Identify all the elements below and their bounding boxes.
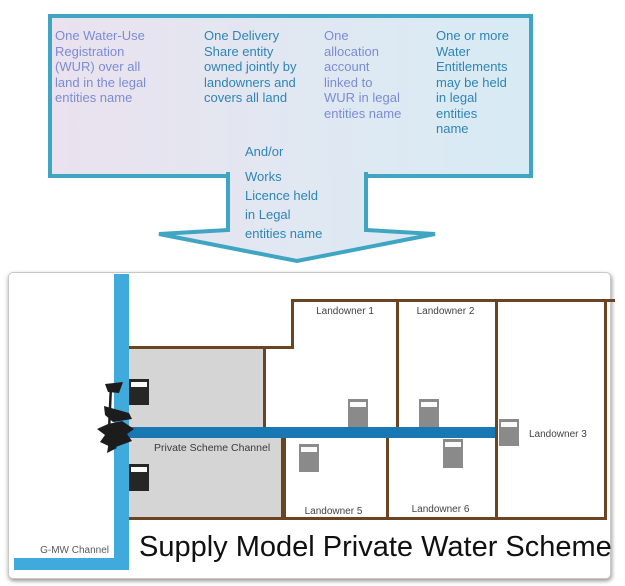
meter-stripe <box>131 467 147 472</box>
meter-stripe <box>501 422 517 427</box>
info-column-wur: One Water-Use Registration (WUR) over al… <box>55 28 147 105</box>
parcel-border-right <box>604 299 607 517</box>
meter-stripe <box>301 447 317 452</box>
meter-icon-scheme-lower <box>129 464 149 491</box>
gmw-channel-label: G-MW Channel <box>40 545 109 556</box>
meter-stripe <box>421 402 437 407</box>
parcel-border-l1-left <box>291 299 294 349</box>
parcel-border-top <box>291 299 615 302</box>
scheme-area-lower <box>129 438 286 517</box>
arrow-note-works-licence: Works Licence held in Legal entities nam… <box>245 169 323 241</box>
meter-icon-landowner-2 <box>419 399 439 427</box>
parcel-label-landowner-5: Landowner 5 <box>304 506 363 517</box>
parcel-border-bottom <box>129 517 607 520</box>
scheme-area-upper <box>129 349 266 427</box>
meter-stripe <box>131 382 147 387</box>
meter-icon-landowner-6 <box>443 439 463 468</box>
meter-icon-scheme-upper <box>129 379 149 405</box>
meter-stripe <box>350 402 366 407</box>
parcel-border-l5-left <box>281 438 284 517</box>
parcel-label-landowner-3: Landowner 3 <box>529 429 587 440</box>
panel-title: Supply Model Private Water Scheme <box>139 531 612 563</box>
supply-model-panel: Landowner 1 Landowner 2 Landowner 3 Land… <box>8 272 615 579</box>
meter-icon-landowner-1 <box>348 399 368 427</box>
private-scheme-channel-label: Private Scheme Channel <box>154 442 271 454</box>
arrow-note-conjunction: And/or <box>245 144 284 159</box>
entity-info-box: One Water-Use Registration (WUR) over al… <box>48 14 533 178</box>
arrow-note: And/or Works Licence held in Legal entit… <box>245 142 355 243</box>
regulator-pump-icon <box>97 382 134 453</box>
gmw-channel-elbow <box>14 558 126 570</box>
info-column-delivery-share: One Delivery Share entity owned jointly … <box>204 28 297 105</box>
private-scheme-channel-bar <box>124 427 495 438</box>
parcel-border-l5-l6 <box>386 438 389 517</box>
parcel-label-landowner-1: Landowner 1 <box>316 306 374 317</box>
parcel-border-l1-l2 <box>396 299 399 427</box>
parcel-border-l2-l3 <box>495 299 498 517</box>
meter-icon-landowner-5 <box>299 444 319 472</box>
parcel-label-landowner-2: Landowner 2 <box>416 306 475 317</box>
parcel-border-step <box>129 346 294 349</box>
info-column-water-entitlements: One or more Water Entitlements may be he… <box>436 28 509 136</box>
parcel-label-landowner-6: Landowner 6 <box>411 504 470 515</box>
info-column-allocation-account: One allocation account linked to WUR in … <box>324 28 402 121</box>
meter-stripe <box>445 442 461 447</box>
meter-icon-landowner-3 <box>499 419 519 446</box>
